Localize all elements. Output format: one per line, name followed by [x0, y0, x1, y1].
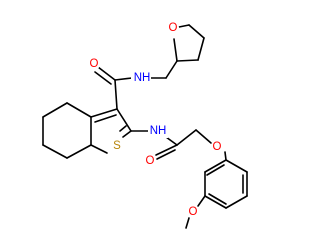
bond: [204, 159, 227, 173]
atom-O-carbonyl2: O: [144, 155, 156, 167]
bond: [116, 108, 132, 132]
bond: [224, 151, 227, 161]
bond: [176, 59, 199, 62]
bond: [122, 130, 132, 138]
bond: [176, 129, 197, 146]
bond-lines: [42, 24, 248, 229]
molecule-structure-diagram: O O NH NH S O: [42, 22, 248, 229]
atom-S-thiophene: S: [111, 140, 123, 152]
bond: [156, 149, 176, 160]
bond: [197, 195, 206, 207]
bond: [178, 24, 190, 28]
bond: [155, 144, 178, 156]
bond: [197, 37, 205, 61]
bond: [66, 102, 92, 118]
bond: [97, 66, 116, 81]
bond: [204, 195, 227, 209]
bond: [94, 114, 117, 123]
bond: [225, 159, 248, 173]
atom-label: O: [90, 58, 99, 70]
atom-labels: O O NH NH S O: [88, 22, 223, 218]
atom-label: NH: [150, 125, 167, 137]
bond: [208, 193, 227, 205]
bond: [66, 144, 92, 159]
bond: [114, 77, 133, 81]
bond: [173, 38, 178, 62]
bond: [195, 129, 212, 144]
atom-N-amide1: NH: [131, 71, 151, 85]
atom-O-carbonyl1: O: [88, 58, 100, 70]
atom-label: NH: [134, 72, 151, 84]
atom-O-ether: O: [211, 141, 223, 153]
bond: [185, 217, 190, 229]
atom-N-amide2: NH: [148, 124, 168, 138]
atom-O-thf: O: [167, 22, 179, 34]
bond: [165, 136, 178, 146]
atom-label: O: [169, 22, 178, 34]
bond: [165, 60, 178, 79]
bond: [119, 125, 127, 132]
bond: [90, 144, 108, 154]
bond: [42, 102, 68, 118]
molecule-svg: O O NH NH S O: [42, 22, 248, 229]
bond: [188, 24, 205, 39]
bond: [206, 164, 225, 176]
bond: [94, 71, 112, 85]
atom-label: O: [213, 141, 222, 153]
atom-label: O: [189, 206, 198, 218]
bond: [114, 79, 118, 110]
atom-label: S: [113, 140, 121, 152]
bond: [90, 108, 118, 118]
bond: [42, 144, 68, 159]
atom-O-methoxy: O: [187, 206, 199, 218]
bond: [225, 195, 248, 209]
atom-label: O: [146, 155, 155, 167]
